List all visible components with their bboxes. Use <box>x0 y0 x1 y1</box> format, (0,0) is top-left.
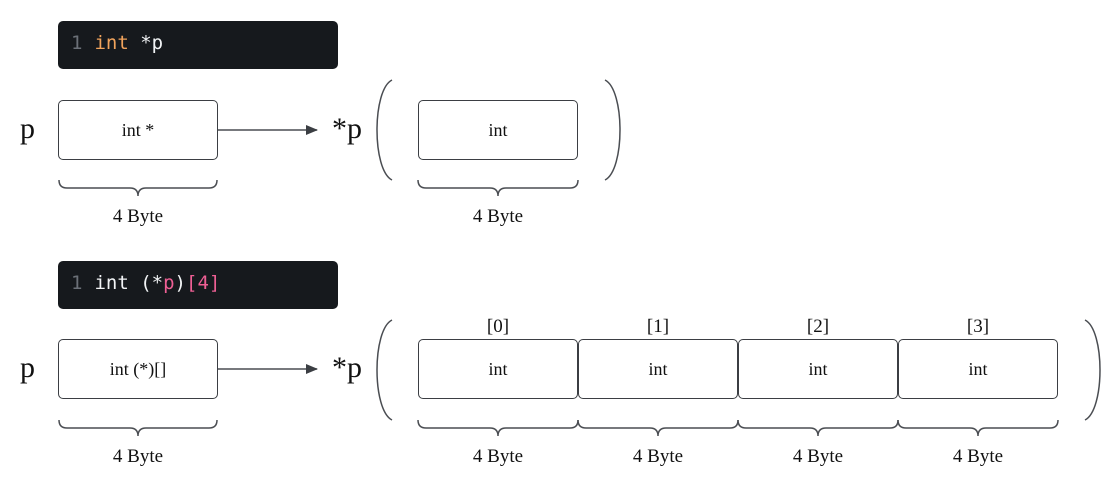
top-pointer-size: 4 Byte <box>112 206 164 227</box>
bottom-pointer-size: 4 Byte <box>112 446 164 467</box>
type-keyword: int <box>94 32 129 54</box>
cell-size: 4 Byte <box>792 446 844 467</box>
bottom-right-paren <box>1084 319 1101 421</box>
cell-size: 4 Byte <box>632 446 684 467</box>
top-target-box: int <box>418 100 578 160</box>
declarator: *p <box>128 32 164 54</box>
cell-index: [3] <box>966 316 990 337</box>
cell-index: [0] <box>486 316 510 337</box>
cell-brace-3 <box>897 419 1059 437</box>
bottom-pointer-box: int (*)[] <box>58 339 218 399</box>
bottom-left-paren <box>376 319 393 421</box>
array-cell: int <box>418 339 578 399</box>
cell-brace-1 <box>577 419 739 437</box>
array-cell: int <box>578 339 738 399</box>
code-snippet-top: 1 int *p <box>58 21 338 69</box>
array-cell: int <box>898 339 1058 399</box>
array-cell: int <box>738 339 898 399</box>
top-target-label: *p <box>332 112 362 145</box>
cell-index: [2] <box>806 316 830 337</box>
code-dim: [4] <box>186 272 221 294</box>
line-number: 1 <box>71 32 83 54</box>
cell-brace-0 <box>417 419 579 437</box>
top-var-label: p <box>20 112 35 145</box>
top-pointer-box: int * <box>58 100 218 160</box>
top-right-paren <box>604 79 621 181</box>
cell-size: 4 Byte <box>952 446 1004 467</box>
bottom-pointer-brace <box>58 419 218 437</box>
bottom-var-label: p <box>20 351 35 384</box>
code-prefix: int (* <box>94 272 164 294</box>
top-target-size: 4 Byte <box>472 206 524 227</box>
top-target-brace <box>417 179 579 197</box>
cell-brace-2 <box>737 419 899 437</box>
top-left-paren <box>376 79 393 181</box>
cell-index: [1] <box>646 316 670 337</box>
top-pointer-brace <box>58 179 218 197</box>
code-var: p <box>163 272 175 294</box>
code-mid: ) <box>174 272 186 294</box>
line-number: 1 <box>71 272 83 294</box>
bottom-target-label: *p <box>332 351 362 384</box>
code-snippet-bottom: 1 int (*p)[4] <box>58 261 338 309</box>
cell-size: 4 Byte <box>472 446 524 467</box>
